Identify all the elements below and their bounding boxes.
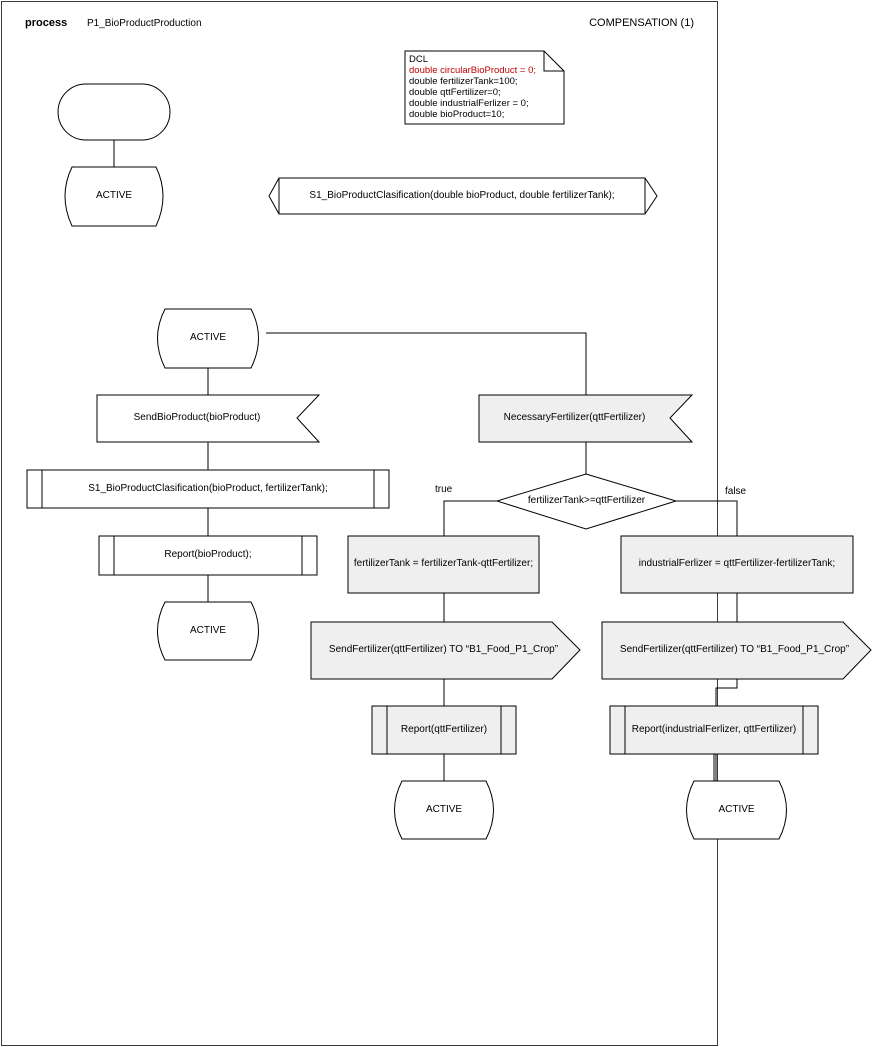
task-false-box	[620, 535, 854, 594]
state-label-true: ACTIVE	[425, 804, 463, 815]
task-false-label: industrialFerlizer = qttFertilizer-ferti…	[638, 558, 836, 569]
input-necessary-fertilizer-label: NecessaryFertilizer(qttFertilizer)	[503, 412, 646, 423]
page-label: COMPENSATION (1)	[589, 17, 694, 29]
state-label-main: ACTIVE	[189, 332, 227, 343]
declaration-line: double bioProduct=10;	[409, 109, 505, 120]
state-active-left	[157, 601, 259, 661]
output-send-bioproduct-label: SendBioProduct(bioProduct)	[133, 412, 261, 423]
decision-label: fertilizerTank>=qttFertilizer	[527, 495, 646, 506]
declaration-line: double fertilizerTank=100;	[409, 76, 518, 87]
declaration-line: DCL	[409, 54, 429, 65]
output-send-fertilizer-false	[601, 621, 872, 680]
declaration-line: double industrialFerlizer = 0;	[409, 98, 529, 109]
report-true-box	[371, 705, 517, 755]
connector-lines	[113, 140, 738, 781]
procedure-declaration-text: S1_BioProductClasification(double bioPro…	[309, 190, 615, 201]
true-branch-label: true	[435, 484, 453, 495]
procedure-call-box	[26, 469, 390, 509]
output-false-label: SendFertilizer(qttFertilizer) TO “B1_Foo…	[619, 644, 850, 655]
declaration-line: double circularBioProduct = 0;	[409, 65, 537, 76]
declaration-box	[404, 50, 565, 125]
report-false-label: Report(industrialFerlizer, qttFertilizer…	[631, 724, 797, 735]
state-active-true	[394, 780, 494, 840]
report-true-label: Report(qttFertilizer)	[400, 724, 488, 735]
report-bioproduct-box	[98, 535, 318, 576]
state-active-false	[686, 780, 787, 840]
process-keyword: process	[25, 17, 68, 29]
state-active-initial	[64, 166, 164, 227]
state-label-left: ACTIVE	[189, 625, 227, 636]
task-true-label: fertilizerTank = fertilizerTank-qttFerti…	[353, 558, 534, 569]
decision-diamond	[495, 473, 678, 530]
report-bioproduct-label: Report(bioProduct);	[164, 549, 252, 560]
output-true-label: SendFertilizer(qttFertilizer) TO “B1_Foo…	[328, 644, 559, 655]
output-send-bioproduct	[96, 394, 321, 443]
page-border	[1, 1, 718, 1046]
task-true-box	[347, 535, 540, 594]
procedure-call-label: S1_BioProductClasification(bioProduct, f…	[88, 483, 328, 494]
declaration-line: double qttFertilizer=0;	[409, 87, 501, 98]
input-necessary-fertilizer	[478, 394, 694, 443]
process-name: P1_BioProductProduction	[87, 18, 202, 29]
start-symbol	[57, 83, 171, 141]
false-branch-label: false	[725, 486, 747, 497]
state-active-main	[157, 308, 259, 369]
output-send-fertilizer-true	[310, 621, 581, 680]
state-label-initial: ACTIVE	[95, 190, 133, 201]
state-label-false: ACTIVE	[718, 804, 755, 815]
report-false-box	[609, 705, 819, 755]
